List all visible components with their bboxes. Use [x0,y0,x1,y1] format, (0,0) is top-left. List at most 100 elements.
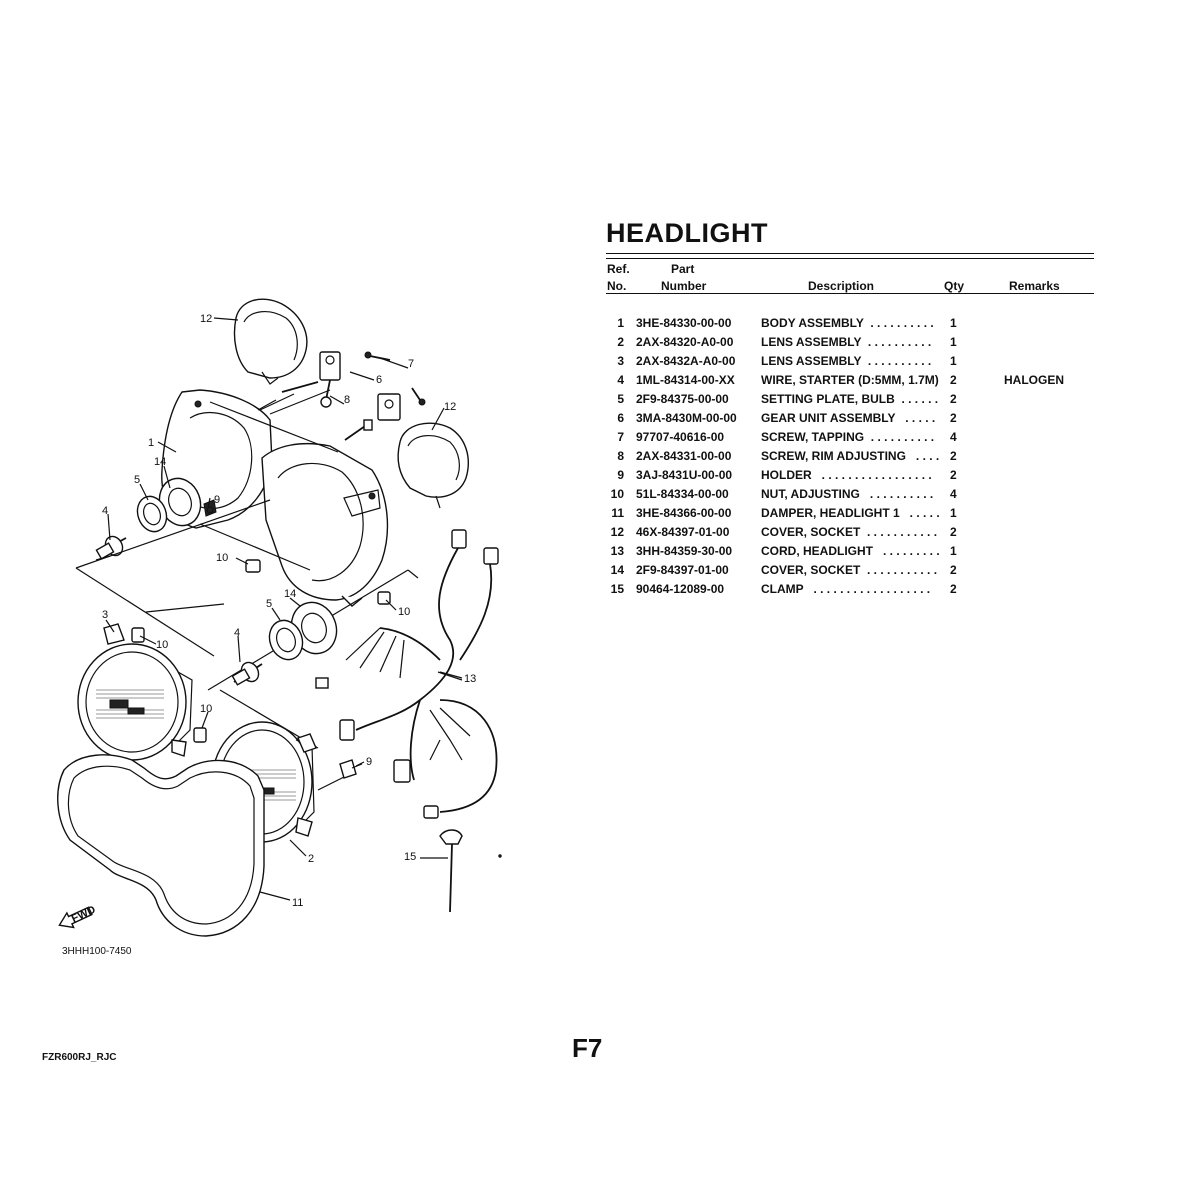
cell-ref: 5 [617,392,624,406]
header-qty: Qty [944,279,965,293]
header-ref-line1: Ref. [607,262,630,276]
cell-part-number: 51L-84334-00-00 [636,487,729,501]
callout-leaders [105,317,463,901]
header-part-line2: Number [661,279,707,293]
cell-ref: 13 [610,544,624,558]
cell-ref: 10 [610,487,624,501]
cell-part-number: 3HE-84366-00-00 [636,506,732,520]
cell-description: GEAR UNIT ASSEMBLY . . . . . [761,411,936,425]
cell-description: BODY ASSEMBLY . . . . . . . . . . [761,316,934,330]
table-row: 9 3AJ-8431U-00-00 HOLDER . . . . . . . . .… [606,468,1096,487]
figure-code: 3HHH100-7450 [62,946,132,957]
clamp [420,829,502,913]
cell-part-number: 3HH-84359-30-00 [636,544,733,558]
gear-unit-and-screws [259,351,426,441]
header-part-line1: Part [671,262,695,276]
cell-part-number: 3MA-8430M-00-00 [636,411,737,425]
cell-part-number: 2F9-84375-00-00 [636,392,729,406]
callout-4-left: 4 [102,505,108,517]
title-rule-top [606,253,1094,254]
callout-13: 13 [464,673,476,685]
callout-5-right: 5 [266,598,272,610]
callout-3: 3 [102,609,108,621]
callout-1: 1 [148,437,154,449]
table-row: 10 51L-84334-00-00 NUT, ADJUSTING . . . . … [606,487,1096,506]
callout-8: 8 [344,394,350,406]
callout-5-left: 5 [134,474,140,486]
callout-12-right: 12 [444,401,456,413]
cell-qty: 1 [950,316,957,330]
callout-10-a: 10 [216,552,228,564]
socket-cover-right [397,422,469,509]
cell-part-number: 2AX-84331-00-00 [636,449,732,463]
cell-ref: 15 [610,582,624,596]
cell-part-number: 46X-84397-01-00 [636,525,730,539]
cell-part-number: 97707-40616-00 [636,430,725,444]
cell-description: SCREW, TAPPING . . . . . . . . . . [761,430,935,444]
cell-description: SCREW, RIM ADJUSTING . . . . [761,449,940,463]
cell-qty: 2 [950,582,957,596]
cell-qty: 2 [950,563,957,577]
cell-description: LENS ASSEMBLY . . . . . . . . . . [761,354,932,368]
cell-qty: 2 [950,411,957,425]
fwd-label: FWD [70,904,98,925]
cell-qty: 2 [950,468,957,482]
cell-qty: 2 [950,449,957,463]
cell-qty: 2 [950,373,957,387]
cell-part-number: 2AX-84320-A0-00 [636,335,734,349]
page-code: F7 [572,1033,603,1063]
exploded-parts-diagram: FWD 12 1 14 5 4 9 10 10 7 6 8 12 3 10 10… [57,298,502,937]
cell-qty: 1 [950,335,957,349]
cell-description: NUT, ADJUSTING . . . . . . . . . . [761,487,934,501]
cell-ref: 11 [611,506,624,520]
cell-ref: 1 [617,316,624,330]
cell-ref: 9 [617,468,624,482]
holder [339,759,363,779]
cell-qty: 1 [950,506,957,520]
cell-part-number: 3HE-84330-00-00 [636,316,732,330]
header-ref-line2: No. [607,279,627,293]
cell-part-number: 2AX-8432A-A0-00 [636,354,736,368]
cell-qty: 1 [950,544,957,558]
parts-list: 1 3HE-84330-00-00 BODY ASSEMBLY . . . . . … [606,316,1096,601]
table-row: 14 2F9-84397-01-00 COVER, SOCKET . . . . .… [606,563,1096,582]
cell-description: COVER, SOCKET . . . . . . . . . . . [761,525,938,539]
callout-7: 7 [408,358,414,370]
page-title: HEADLIGHT [606,218,768,248]
adjusting-nuts [131,559,391,743]
callout-12-top: 12 [200,313,212,325]
fwd-arrow-icon: FWD [58,904,98,929]
cell-description: LENS ASSEMBLY . . . . . . . . . . [761,335,932,349]
cell-remarks: HALOGEN [1004,373,1064,387]
cell-ref: 14 [610,563,624,577]
cell-ref: 4 [617,373,624,387]
cell-part-number: 90464-12089-00 [636,582,725,596]
cell-description: CORD, HEADLIGHT . . . . . . . . . [761,544,940,558]
cell-qty: 2 [950,525,957,539]
callout-14-right: 14 [284,588,296,600]
damper-headlight [57,754,265,937]
callout-14-left: 14 [154,456,166,468]
cell-description: WIRE, STARTER (D:5MM, 1.7M) [761,373,939,387]
callout-9-top: 9 [214,494,220,506]
cell-part-number: 2F9-84397-01-00 [636,563,729,577]
callout-2: 2 [308,853,314,865]
title-rule-bottom [606,258,1094,259]
callout-4-right: 4 [234,627,240,639]
table-row: 13 3HH-84359-30-00 CORD, HEADLIGHT . . . .… [606,544,1096,563]
cell-description: HOLDER . . . . . . . . . . . . . . . . . [761,468,932,482]
header-description: Description [808,279,875,293]
cell-part-number: 3AJ-8431U-00-00 [636,468,733,482]
callout-10-b: 10 [398,606,410,618]
headlight-cord [315,529,499,819]
cell-ref: 2 [617,335,624,349]
cell-description: COVER, SOCKET . . . . . . . . . . . [761,563,938,577]
